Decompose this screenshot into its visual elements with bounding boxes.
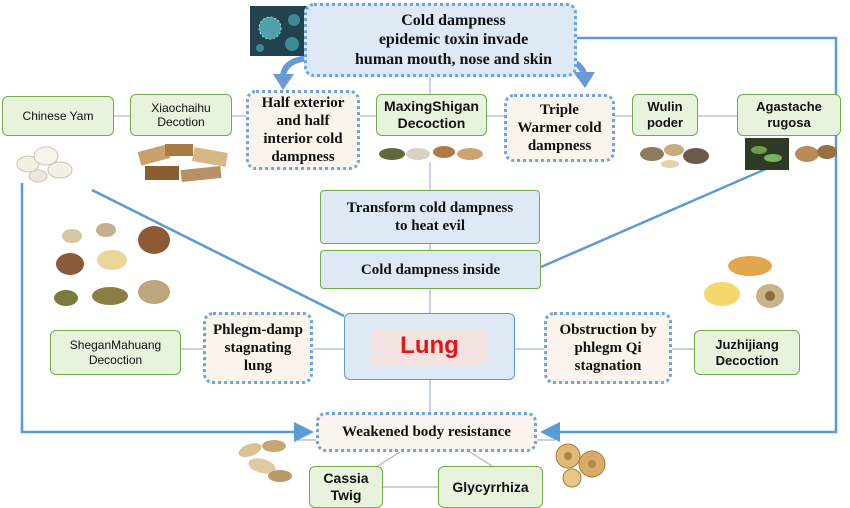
invasion-box: Cold dampness epidemic toxin invade huma…	[304, 3, 577, 77]
shegan-label-2: Decoction	[88, 352, 143, 367]
obstruction-box: Obstruction by phlegm Qi stagnation	[544, 312, 672, 384]
invasion-line-2: epidemic toxin invade	[378, 31, 529, 49]
triple-line-1: Triple	[540, 102, 579, 118]
invasion-line-3: human mouth, nose and skin	[355, 50, 552, 68]
obstruction-line-3: stagnation	[574, 358, 642, 374]
phlegm-damp-box: Phlegm-damp stagnating lung	[203, 312, 313, 384]
transform-heat-box: Transform cold dampness to heat evil	[320, 190, 540, 244]
maxing-herbs-image	[379, 146, 483, 160]
phlegm-damp-line-3: lung	[243, 358, 273, 374]
half-exterior-line-1: Half exterior	[261, 95, 345, 111]
transform-line-2: to heat evil	[395, 218, 465, 234]
triple-line-2: Warmer cold	[517, 120, 602, 136]
obstruction-line-2: phlegm Qi	[574, 340, 642, 356]
wulin-label-2: poder	[646, 115, 684, 130]
half-exterior-line-4: dampness	[271, 149, 335, 165]
glycyrrhiza-image	[555, 443, 606, 488]
cassia-twig-box: Cassia Twig	[309, 466, 383, 508]
half-exterior-box: Half exterior and half interior cold dam…	[246, 90, 360, 170]
cassia-label: Cassia Twig	[323, 470, 369, 503]
glycyrrhiza-label: Glycyrrhiza	[452, 478, 529, 495]
inside-label: Cold dampness inside	[360, 261, 501, 278]
xiaochaihu-label-2: Decotion	[157, 115, 205, 129]
agastache-rugosa-box: Agastache rugosa	[737, 94, 841, 136]
invasion-line-1: Cold dampness	[401, 12, 506, 30]
juzhi-herbs-image	[704, 256, 784, 308]
juzhi-label-2: Decoction	[715, 352, 779, 368]
maxing-label-2: Decoction	[397, 115, 466, 131]
agastache-image	[745, 138, 837, 170]
cassia-twig-image	[238, 440, 292, 482]
agastache-label-2: rugosa	[767, 115, 811, 130]
half-exterior-line-3: interior cold	[263, 131, 343, 147]
lung-box: Lung	[344, 313, 515, 380]
juzhijiang-box: Juzhijiang Decoction	[694, 330, 800, 375]
chinese-yam-label: Chinese Yam	[22, 108, 94, 123]
wulin-poder-box: Wulin poder	[632, 94, 698, 136]
chinese-yam-image	[16, 146, 73, 183]
weakened-label: Weakened body resistance	[342, 424, 511, 440]
phlegm-damp-line-2: stagnating	[224, 340, 292, 356]
virus-image	[250, 6, 308, 56]
shegan-label-1: SheganMahuang	[69, 338, 162, 353]
cold-dampness-inside-box: Cold dampness inside	[320, 250, 541, 289]
half-exterior-line-2: and half	[276, 113, 330, 129]
chinese-yam-box: Chinese Yam	[2, 96, 114, 136]
triple-warmer-box: Triple Warmer cold dampness	[504, 94, 615, 162]
shegan-mahuang-box: SheganMahuang Decoction	[50, 330, 181, 375]
maxing-shigan-box: MaxingShigan Decoction	[376, 94, 487, 136]
triple-line-3: dampness	[527, 138, 592, 154]
wulin-label-1: Wulin	[647, 99, 683, 115]
phlegm-damp-line-1: Phlegm-damp	[213, 322, 303, 338]
transform-line-1: Transform cold dampness	[346, 200, 514, 216]
lung-label: Lung	[372, 328, 487, 365]
xiaochaihu-decotion-box: Xiaochaihu Decotion	[130, 94, 232, 136]
glycyrrhiza-box: Glycyrrhiza	[438, 466, 543, 508]
juzhi-label-1: Juzhijiang	[715, 336, 779, 352]
phlegm-herbs-image	[54, 223, 170, 306]
xiaochaihu-herbs-image	[137, 144, 228, 183]
xiaochaihu-label-1: Xiaochaihu	[151, 100, 211, 115]
agastache-label-1: Agastache	[756, 99, 822, 115]
wulin-powder-image	[640, 144, 709, 168]
weakened-resistance-box: Weakened body resistance	[316, 412, 537, 452]
obstruction-line-1: Obstruction by	[559, 322, 657, 338]
maxing-label-1: MaxingShigan	[384, 98, 479, 115]
